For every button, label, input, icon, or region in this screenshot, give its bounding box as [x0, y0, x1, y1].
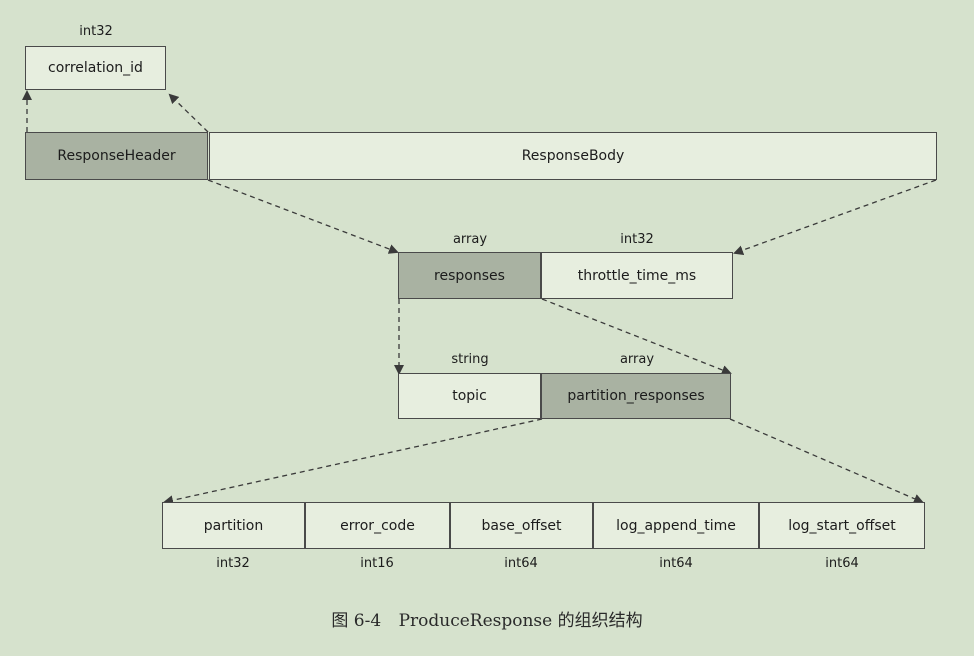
figure-title: ProduceResponse 的组织结构 — [398, 611, 643, 631]
partition-type: int32 — [216, 556, 250, 571]
log-start-offset-type: int64 — [825, 556, 859, 571]
arrow-header-to-responses — [207, 179, 399, 254]
base-offset-box: base_offset — [450, 502, 593, 549]
responses-box: responses — [398, 252, 541, 299]
arrow-partition-responses-to-partition — [163, 418, 543, 506]
topic-box: topic — [398, 373, 541, 419]
correlation-id-box: correlation_id — [25, 46, 166, 90]
correlation-id-type: int32 — [79, 24, 113, 39]
arrow-header-to-correlation-right — [168, 93, 209, 133]
error-code-box: error_code — [305, 502, 450, 549]
throttle-time-ms-box: throttle_time_ms — [541, 252, 733, 299]
arrow-body-to-throttle — [733, 179, 937, 255]
response-header-box: ResponseHeader — [25, 132, 208, 180]
arrow-responses-to-partition-responses — [541, 298, 732, 375]
base-offset-type: int64 — [504, 556, 538, 571]
figure-caption: 图 6-4 ProduceResponse 的组织结构 — [0, 606, 974, 631]
responses-type: array — [452, 232, 488, 247]
topic-type: string — [451, 352, 489, 367]
throttle-time-ms-type: int32 — [620, 232, 654, 247]
figure-number: 图 6-4 — [331, 611, 382, 631]
response-body-box: ResponseBody — [209, 132, 937, 180]
error-code-type: int16 — [360, 556, 394, 571]
log-start-offset-box: log_start_offset — [759, 502, 925, 549]
partition-responses-type: array — [619, 352, 655, 367]
arrow-partition-responses-to-log-start-offset — [729, 418, 924, 504]
log-append-time-type: int64 — [659, 556, 693, 571]
partition-responses-box: partition_responses — [541, 373, 731, 419]
partition-box: partition — [162, 502, 305, 549]
log-append-time-box: log_append_time — [593, 502, 759, 549]
